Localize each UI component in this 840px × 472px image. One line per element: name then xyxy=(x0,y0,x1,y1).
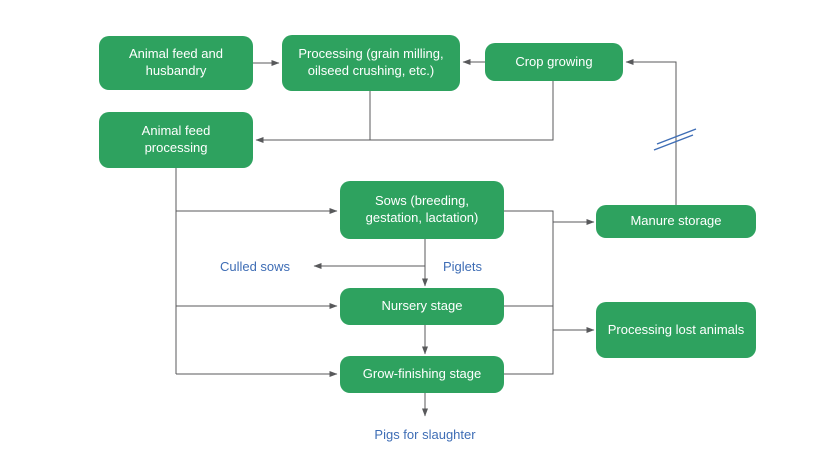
node-grow-finishing-stage: Grow-finishing stage xyxy=(340,356,504,393)
label-pigs-for-slaughter: Pigs for slaughter xyxy=(374,427,476,442)
node-processing: Processing (grain milling, oilseed crush… xyxy=(282,35,460,91)
connector-right-trunk xyxy=(504,210,554,375)
node-processing-lost-animals: Processing lost animals xyxy=(596,302,756,358)
node-sows: Sows (breeding, gestation, lactation) xyxy=(340,181,504,239)
node-animal-feed-processing: Animal feed processing xyxy=(99,112,253,168)
node-manure-storage: Manure storage xyxy=(596,205,756,238)
connector-crop-to-animal-feed-processing xyxy=(255,81,554,143)
node-animal-feed-and-husbandry: Animal feed and husbandry xyxy=(99,36,253,90)
node-nursery-stage: Nursery stage xyxy=(340,288,504,325)
connector-manure-to-crop xyxy=(625,59,677,205)
line-break-mark xyxy=(653,128,697,151)
node-crop-growing: Crop growing xyxy=(485,43,623,81)
label-culled-sows: Culled sows xyxy=(219,259,291,274)
label-piglets: Piglets xyxy=(443,259,483,274)
